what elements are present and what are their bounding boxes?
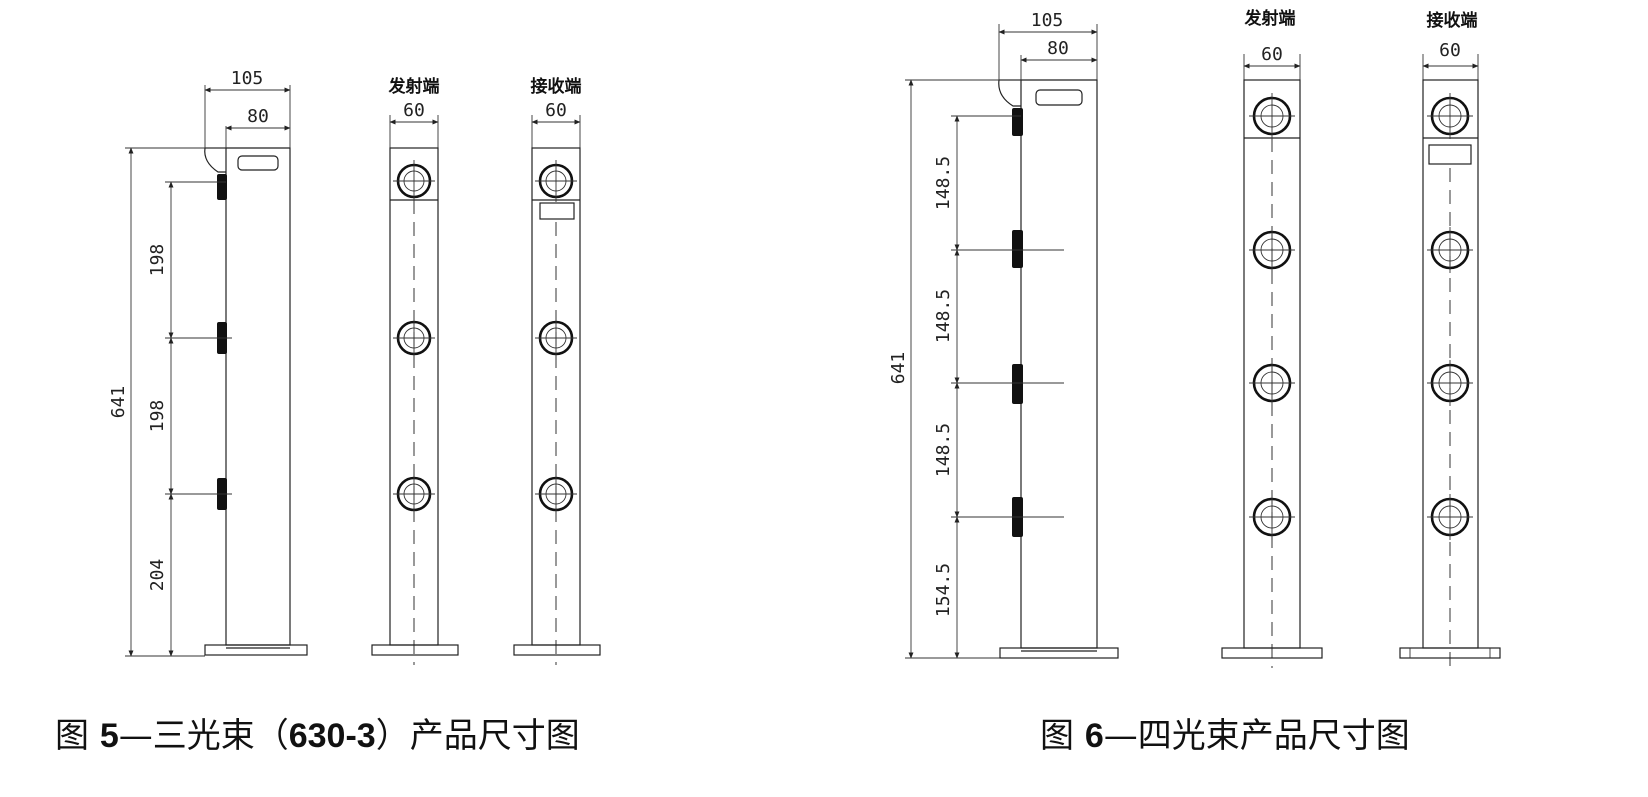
figure-6-caption: 图 6—四光束产品尺寸图 — [1040, 716, 1410, 756]
fig6-emitter-width: 60 — [1261, 44, 1283, 65]
fig5-dim-overall-width: 105 — [231, 68, 264, 89]
fig6-emitter-label: 发射端 — [1244, 8, 1296, 29]
fig5-dim-spacing-1: 198 — [147, 244, 168, 277]
fig5-dim-spacing-2: 198 — [147, 400, 168, 433]
fig6-top-hook — [998, 79, 1021, 107]
fig5-dim-height: 641 — [108, 386, 129, 419]
figure-6: 105 80 641 148.5 148.5 148.5 154.5 发射端 — [888, 8, 1501, 668]
figure-5-caption: 图 5—三光束（630-3）产品尺寸图 — [55, 716, 580, 756]
fig6-emitter-lens-2 — [1249, 227, 1295, 273]
fig5-receiver-label: 接收端 — [531, 76, 582, 97]
fig6-dim-spacing-4: 154.5 — [933, 563, 954, 617]
fig5-base-plate — [204, 644, 308, 656]
fig5-body-outline — [225, 147, 291, 646]
fig5-emitter-view: 发射端 60 — [371, 76, 459, 665]
fig6-emitter-lens-4 — [1249, 494, 1295, 540]
fig6-receiver-lens-2 — [1427, 227, 1473, 273]
fig6-dim-overall-width: 105 — [1031, 10, 1064, 31]
figure-5: 105 80 641 198 198 204 发射端 60 — [108, 68, 601, 665]
fig5-receiver-view: 接收端 60 — [513, 76, 601, 665]
fig5-emitter-lens-2 — [393, 317, 435, 359]
fig6-receiver-indicator — [1428, 144, 1472, 165]
fig5-receiver-indicator — [539, 202, 575, 220]
fig6-receiver-base — [1399, 647, 1501, 659]
fig5-receiver-lens-1 — [535, 160, 577, 202]
fig6-receiver-label: 接收端 — [1427, 10, 1478, 31]
fig5-lens-mount-1 — [217, 174, 227, 200]
fig6-receiver-lens-4 — [1427, 494, 1473, 540]
fig5-receiver-lens-3 — [535, 473, 577, 515]
fig5-receiver-width: 60 — [545, 100, 567, 121]
fig6-emitter-base — [1221, 647, 1323, 659]
fig6-dim-spacing-1: 148.5 — [933, 156, 954, 210]
fig6-body-outline — [1020, 79, 1098, 649]
fig6-lens-mount-2 — [1012, 230, 1023, 268]
fig5-indicator-window — [237, 155, 279, 171]
fig5-receiver-lens-2 — [535, 317, 577, 359]
fig6-emitter-view: 发射端 60 — [1221, 8, 1323, 668]
fig5-emitter-width: 60 — [403, 100, 425, 121]
fig6-base-plate — [999, 647, 1119, 659]
fig6-dim-spacing-2: 148.5 — [933, 289, 954, 343]
fig6-receiver-lens-1 — [1427, 93, 1473, 139]
fig5-dim-body-width: 80 — [247, 106, 269, 127]
fig6-lens-mount-1 — [1012, 108, 1023, 136]
fig5-emitter-label: 发射端 — [388, 76, 440, 97]
fig6-receiver-width: 60 — [1439, 40, 1461, 61]
fig6-dim-height: 641 — [888, 352, 909, 385]
fig5-emitter-lens-3 — [393, 473, 435, 515]
fig6-emitter-lens-3 — [1249, 360, 1295, 406]
fig6-receiver-lens-3 — [1427, 360, 1473, 406]
fig5-top-hook — [204, 147, 226, 173]
fig6-receiver-view: 接收端 60 — [1399, 10, 1501, 668]
fig6-dim-body-width: 80 — [1047, 38, 1069, 59]
fig6-dim-spacing-3: 148.5 — [933, 423, 954, 477]
fig5-receiver-base — [513, 644, 601, 656]
fig6-emitter-lens-1 — [1249, 93, 1295, 139]
fig5-side-view: 105 80 641 198 198 204 — [108, 68, 308, 657]
fig5-dim-spacing-3: 204 — [147, 559, 168, 592]
fig5-emitter-base — [371, 644, 459, 656]
fig6-indicator-window — [1035, 89, 1083, 106]
fig6-lens-mount-3 — [1012, 364, 1023, 404]
fig6-side-view: 105 80 641 148.5 148.5 148.5 154.5 — [888, 10, 1119, 659]
fig5-emitter-lens-1 — [393, 160, 435, 202]
